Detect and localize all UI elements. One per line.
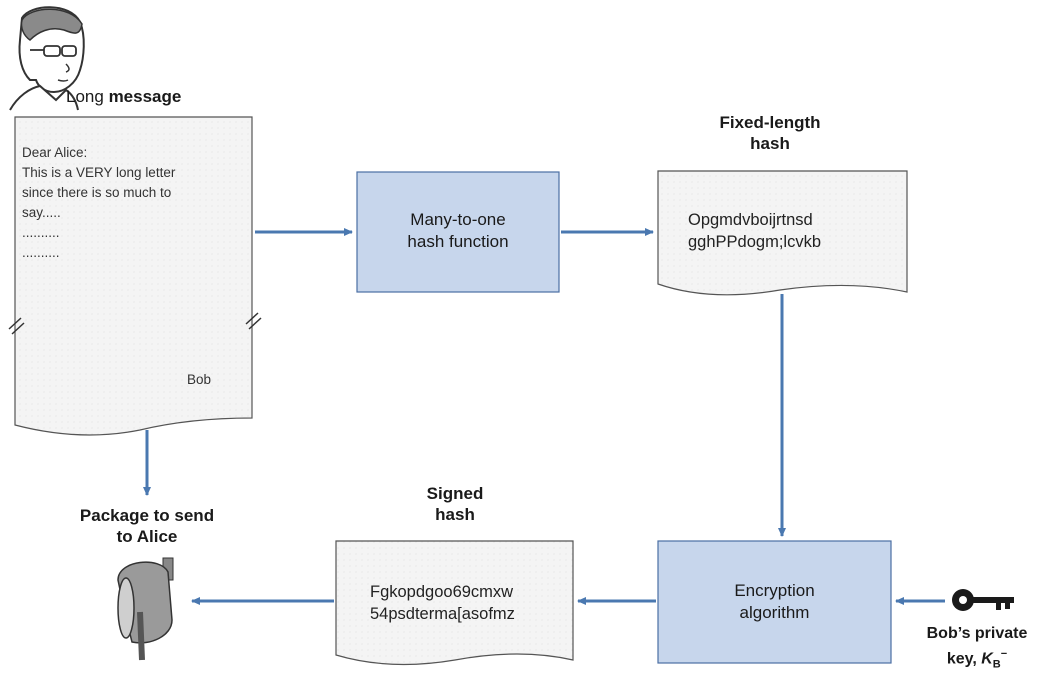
hash-function-line2: hash function — [407, 232, 509, 251]
hash-function-box — [356, 171, 560, 293]
encryption-line1: Encryption — [734, 581, 815, 600]
letter-line: Dear Alice: — [22, 145, 88, 160]
letter-body: Dear Alice: This is a VERY long letter s… — [22, 143, 242, 263]
private-key-superscript: − — [1000, 648, 1008, 660]
private-key-icon — [952, 589, 1014, 611]
long-message-caption: Long message — [66, 86, 181, 107]
private-key-subscript: B — [992, 658, 1001, 671]
letter-line: .......... — [22, 245, 60, 260]
fixed-hash-line1: Opgmdvboijrtnsd — [688, 211, 813, 229]
signed-hash-value: Fgkopdgoo69cmxw 54psdterma[asofmz — [370, 581, 515, 625]
fixed-hash-title-line1: Fixed-length — [719, 113, 821, 132]
signed-hash-line2: 54psdterma[asofmz — [370, 605, 515, 623]
hash-function-label: Many-to-one hash function — [357, 209, 559, 253]
mailbox-icon — [117, 557, 174, 661]
fixed-hash-title: Fixed-length hash — [690, 112, 850, 154]
bob-avatar-icon — [9, 6, 85, 111]
letter-line: .......... — [22, 225, 60, 240]
letter-line: say..... — [22, 205, 61, 220]
private-key-line2: key, KB− — [912, 644, 1042, 675]
signed-hash-title: Signed hash — [395, 483, 515, 525]
letter-signature: Bob — [187, 372, 212, 387]
hash-function-line1: Many-to-one — [410, 210, 506, 229]
long-message-caption-a: Long — [66, 87, 104, 106]
letter-document — [8, 116, 262, 436]
encryption-line2: algorithm — [739, 603, 810, 622]
private-key-label: Bob’s private key, KB− — [912, 624, 1042, 675]
signed-hash-document — [335, 540, 574, 666]
letter-line: This is a VERY long letter — [22, 165, 176, 180]
package-line2: to Alice — [116, 527, 178, 546]
signed-hash-title-line2: hash — [435, 505, 475, 524]
package-line1: Package to send — [79, 506, 215, 525]
signed-hash-title-line1: Signed — [426, 484, 484, 503]
private-key-symbol: K — [981, 650, 993, 668]
private-key-line1: Bob’s private — [926, 625, 1028, 642]
fixed-hash-line2: gghPPdogm;lcvkb — [688, 233, 821, 251]
fixed-hash-value: Opgmdvboijrtnsd gghPPdogm;lcvkb — [688, 209, 821, 253]
letter-line: since there is so much to — [22, 185, 172, 200]
encryption-box — [657, 540, 892, 664]
private-key-prefix: key, — [946, 650, 982, 668]
encryption-label: Encryption algorithm — [658, 580, 891, 624]
long-message-caption-b: message — [108, 87, 182, 106]
fixed-hash-document — [657, 170, 908, 296]
fixed-hash-title-line2: hash — [750, 134, 790, 153]
signed-hash-line1: Fgkopdgoo69cmxw — [370, 583, 514, 601]
package-label: Package to send to Alice — [42, 505, 252, 547]
